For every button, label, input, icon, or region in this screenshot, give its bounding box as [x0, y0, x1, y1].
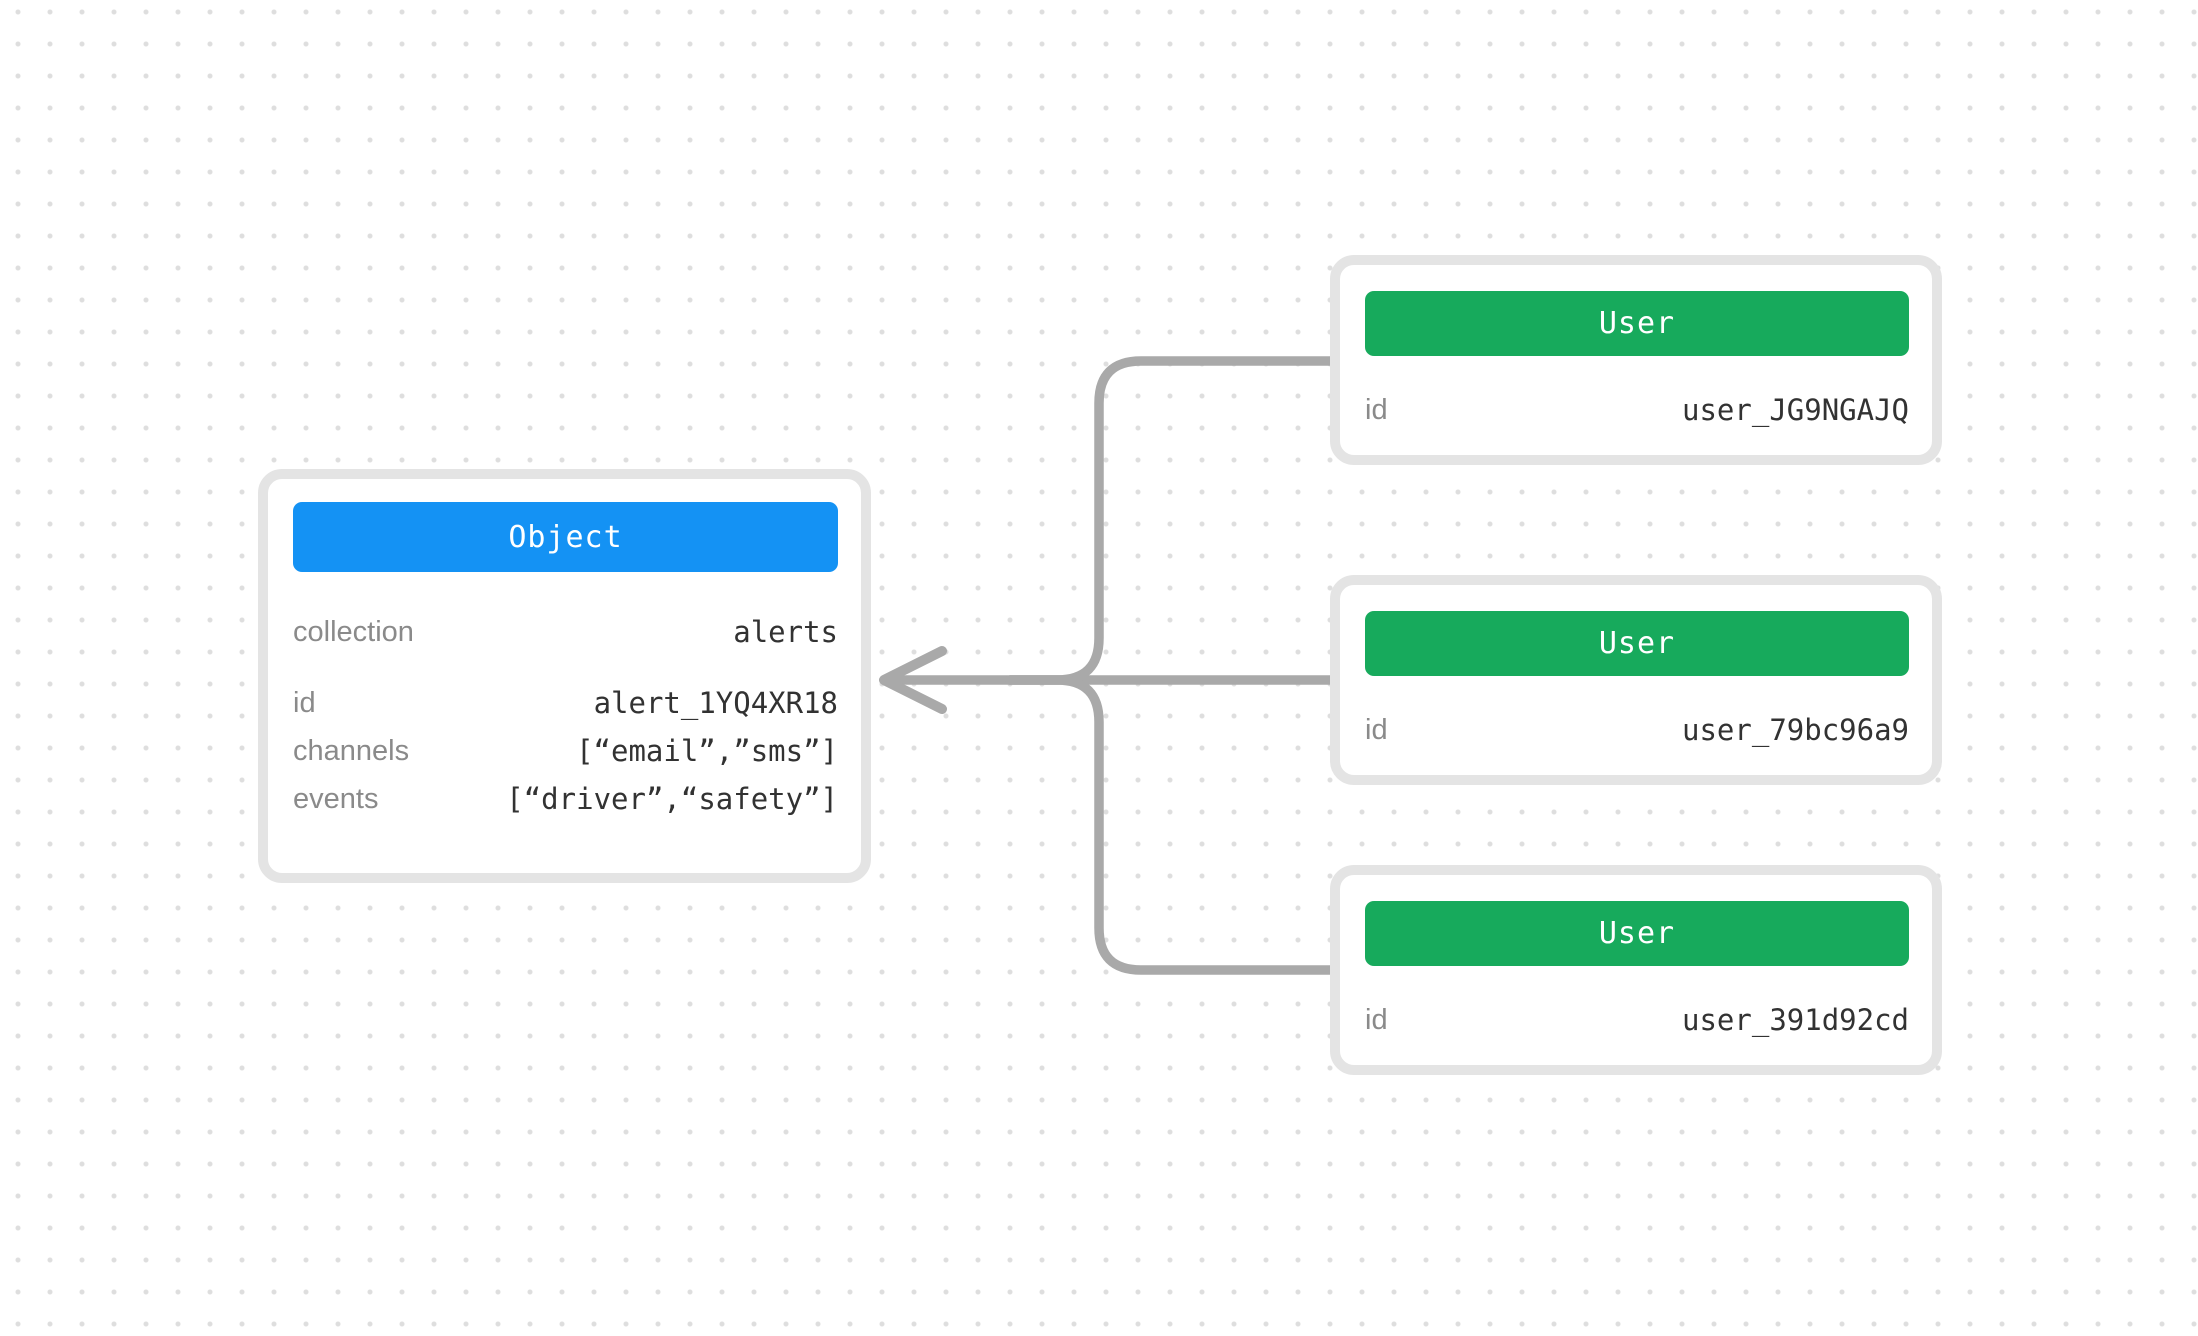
field-row-id: id user_391d92cd: [1365, 996, 1909, 1044]
user-card-3[interactable]: User id user_391d92cd: [1330, 865, 1942, 1075]
field-row-channels: channels [“email”,”sms”]: [293, 727, 838, 775]
user-card-title: User: [1598, 626, 1676, 661]
object-card-title: Object: [508, 519, 623, 555]
field-label: events: [293, 782, 379, 815]
edge-user-1-to-object: [1005, 356, 1339, 685]
field-label: id: [1365, 393, 1388, 426]
field-row-id: id alert_1YQ4XR18: [293, 679, 838, 727]
object-card[interactable]: Object collection alerts id alert_1YQ4XR…: [258, 469, 871, 883]
user-card-title: User: [1598, 306, 1676, 341]
user-card-header: User: [1365, 611, 1909, 676]
user-card-header: User: [1365, 901, 1909, 966]
field-label: id: [1365, 713, 1388, 746]
field-value: user_391d92cd: [1682, 1003, 1909, 1037]
user-card-header: User: [1365, 291, 1909, 356]
field-row-id: id user_JG9NGAJQ: [1365, 386, 1909, 434]
arrowhead-icon: [879, 646, 947, 714]
field-value: user_JG9NGAJQ: [1682, 393, 1909, 427]
field-value: [“email”,”sms”]: [576, 734, 838, 768]
field-label: id: [1365, 1003, 1388, 1036]
user-card-1[interactable]: User id user_JG9NGAJQ: [1330, 255, 1942, 465]
field-label: collection: [293, 615, 414, 648]
field-row-collection: collection alerts: [293, 608, 838, 656]
edge-user-3-to-object: [1005, 675, 1339, 975]
field-label: channels: [293, 734, 410, 767]
field-value: [“driver”,“safety”]: [506, 782, 838, 816]
field-row-id: id user_79bc96a9: [1365, 706, 1909, 754]
field-label: id: [293, 686, 316, 719]
user-card-title: User: [1598, 916, 1676, 951]
field-value: user_79bc96a9: [1682, 713, 1909, 747]
field-value: alerts: [733, 615, 838, 649]
field-value: alert_1YQ4XR18: [593, 686, 838, 720]
object-card-header: Object: [293, 502, 838, 572]
field-row-events: events [“driver”,“safety”]: [293, 775, 838, 823]
user-card-2[interactable]: User id user_79bc96a9: [1330, 575, 1942, 785]
